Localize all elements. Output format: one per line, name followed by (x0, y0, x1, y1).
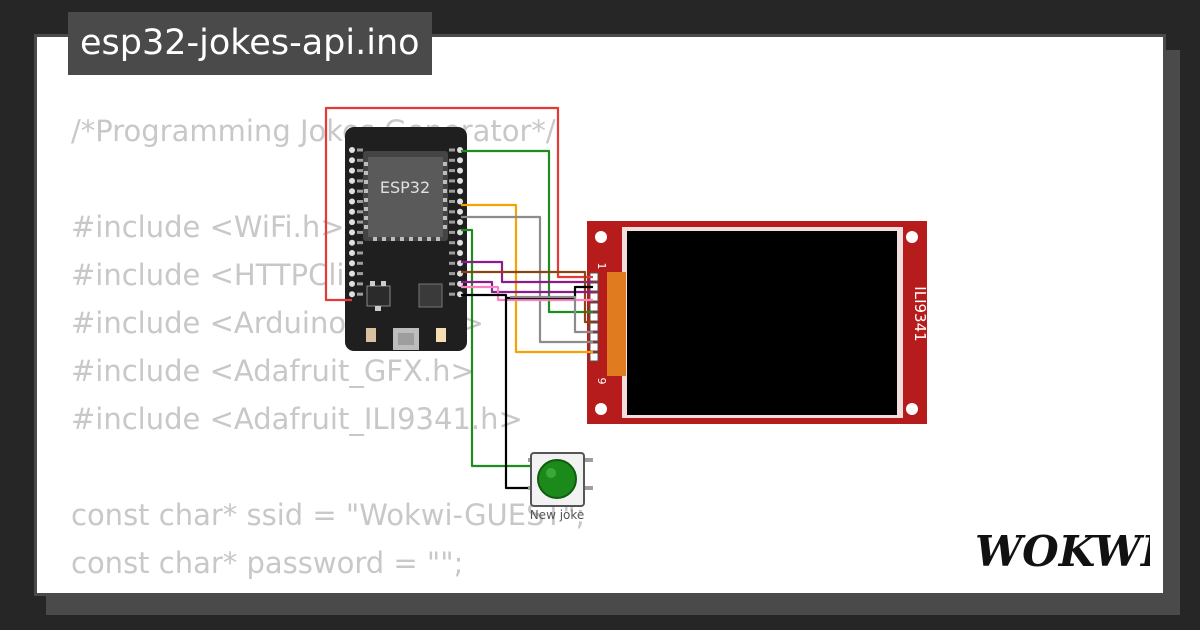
esp32-label: ESP32 (380, 178, 430, 197)
code-line: const char* password = ""; (71, 546, 464, 580)
display-pin-first-label: 1 (595, 263, 608, 270)
wire-brown (461, 270, 593, 324)
code-line: #include <WiFi.h> (71, 210, 345, 244)
wokwi-logo: WOKWI (975, 527, 1150, 576)
wire-green-button (461, 228, 530, 468)
button-label: New joke (530, 508, 585, 522)
esp32-board[interactable] (345, 127, 467, 351)
wire-orange (461, 203, 593, 354)
wire-red (324, 106, 593, 302)
display-screen (627, 231, 897, 415)
wire-green-display (461, 149, 593, 314)
wire-gray (461, 215, 593, 344)
wire-pink (461, 285, 593, 302)
display-pin-last-label: 9 (595, 378, 608, 385)
wire-gray-2 (510, 295, 593, 334)
wires (324, 106, 593, 490)
code-line: #include <Adafruit_ILI9341.h> (71, 402, 523, 436)
page-title: esp32-jokes-api.ino (68, 12, 432, 75)
svg-text:WOKWI: WOKWI (975, 527, 1150, 576)
new-joke-button[interactable] (528, 452, 593, 507)
display-label: ILI9341 (911, 286, 929, 341)
code-line: #include <Adafruit_GFX.h> (71, 354, 475, 388)
ili9341-display[interactable] (587, 221, 927, 424)
